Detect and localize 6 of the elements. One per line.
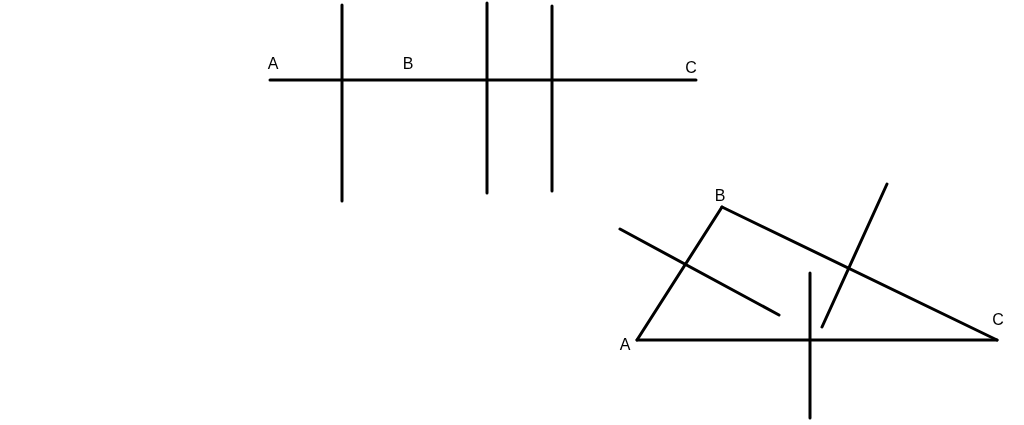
point-label: A [267,56,279,72]
point-label: C [992,312,1004,328]
point-label: B [714,188,726,204]
point-label: C [685,60,697,76]
point-label: A [619,337,631,353]
point-label: B [402,56,414,72]
